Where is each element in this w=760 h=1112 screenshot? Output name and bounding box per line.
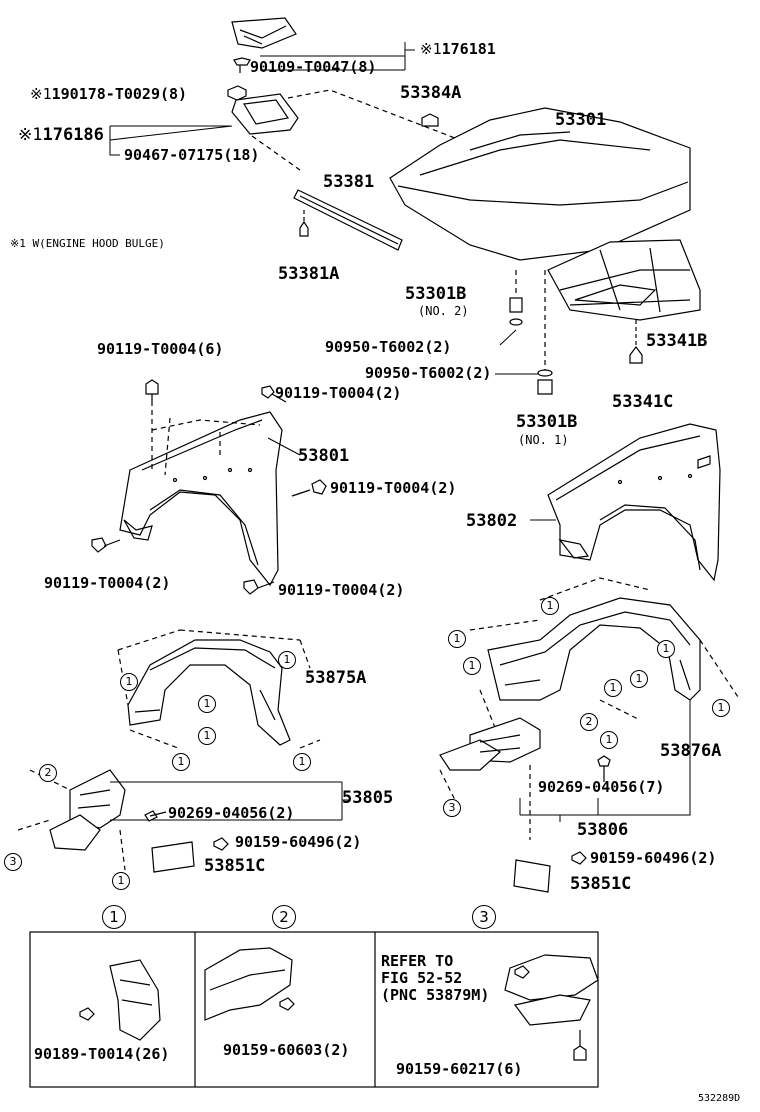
callout-1: 1: [112, 872, 130, 890]
label-53341B: 53341B: [646, 331, 708, 351]
callout-1: 1: [198, 695, 216, 713]
fender-rh-53802: [547, 423, 721, 582]
callout-1: 1: [448, 630, 466, 648]
detail3-drawing: [504, 954, 599, 1061]
panel2-part-label: 90159-60603(2): [223, 1041, 350, 1059]
label-90950-a: 90950-T6002(2): [325, 338, 452, 356]
callout-1: 1: [293, 753, 311, 771]
hood-seal-53381: [293, 189, 403, 251]
label-53802: 53802: [466, 511, 518, 531]
callout-1: 1: [712, 699, 730, 717]
panel-3-number: 3: [472, 905, 496, 929]
label-90159-b: 90159-60496(2): [590, 849, 717, 867]
callout-1: 1: [172, 753, 190, 771]
label-53806: 53806: [577, 820, 629, 840]
callout-1: 1: [278, 651, 296, 669]
nut-190178: [227, 85, 247, 101]
hood-bulge-scoop: [231, 17, 297, 49]
bolt-90119-b: [261, 385, 287, 403]
label-53301B-no1-note: (NO. 1): [518, 433, 569, 447]
callout-1: 1: [630, 670, 648, 688]
callout-1: 1: [463, 657, 481, 675]
label-53301B-no2-note: (NO. 2): [418, 304, 469, 318]
label-53384A: 53384A: [400, 83, 462, 103]
footnote: ※1 W(ENGINE HOOD BULGE): [10, 237, 165, 250]
label-190178: ※1190178-T0029(8): [30, 85, 188, 103]
fender-liner-rh-53876A: [487, 597, 701, 701]
callout-2: 2: [39, 764, 57, 782]
bolt-90119-a: [145, 379, 159, 406]
label-90119-b: 90119-T0004(2): [275, 384, 402, 402]
seal-rh-53806: [439, 717, 541, 771]
label-53301: 53301: [555, 110, 607, 130]
label-90159-a: 90159-60496(2): [235, 833, 362, 851]
label-90269-a: 90269-04056(2): [168, 804, 295, 822]
bolt-90159-b: [571, 851, 587, 865]
label-53876A: 53876A: [660, 741, 722, 761]
clip-90109: [233, 57, 251, 73]
label-53805: 53805: [342, 788, 394, 808]
label-53381A: 53381A: [278, 264, 340, 284]
label-53341C: 53341C: [612, 392, 674, 412]
bolt-90119-d: [91, 537, 121, 553]
panel3-refer-line1: REFER TO: [381, 952, 454, 970]
label-53301B-no1: 53301B: [516, 412, 578, 432]
panel-2-number: 2: [272, 905, 296, 929]
callout-3: 3: [443, 799, 461, 817]
stopper-53384A: [421, 113, 439, 127]
label-53851C-a: 53851C: [204, 856, 266, 876]
plate-53851C-a: [151, 841, 195, 873]
seal-lh-53805: [49, 769, 126, 851]
label-90119-d: 90119-T0004(2): [44, 574, 171, 592]
callout-3: 3: [4, 853, 22, 871]
detail-panels-frame: [29, 931, 599, 1088]
panel3-refer-line3: (PNC 53879M): [381, 986, 490, 1004]
reference-code: 532289D: [698, 1093, 741, 1104]
clip-90269-a: [144, 810, 167, 822]
detail1-drawing: [79, 959, 161, 1041]
bolt-90119-c: [291, 479, 327, 497]
label-90119-a: 90119-T0004(6): [97, 340, 224, 358]
label-90950-b: 90950-T6002(2): [365, 364, 492, 382]
bulge-base-176186: [231, 93, 299, 135]
label-176186: ※1176186: [18, 125, 104, 145]
label-53875A: 53875A: [305, 668, 367, 688]
detail2-drawing: [204, 947, 295, 1021]
label-53851C-b: 53851C: [570, 874, 632, 894]
fender-lh-53801: [119, 411, 283, 587]
callout-1: 1: [541, 597, 559, 615]
clip-53341C: [629, 346, 643, 364]
callout-1: 1: [120, 673, 138, 691]
plate-53851C-b: [513, 859, 551, 893]
label-90467: 90467-07175(18): [124, 146, 260, 164]
cushion-53301B-no1: [537, 369, 553, 395]
panel1-part-label: 90189-T0014(26): [34, 1045, 170, 1063]
callout-1: 1: [600, 731, 618, 749]
clip-90269-b: [597, 755, 611, 782]
panel3-refer-line2: FIG 52-52: [381, 969, 463, 987]
hood-insulator: [547, 239, 701, 321]
label-90119-c: 90119-T0004(2): [330, 479, 457, 497]
clip-53381A: [299, 220, 309, 237]
bolt-90159-a: [213, 837, 229, 851]
panel3-part-label: 90159-60217(6): [396, 1060, 523, 1078]
callout-1: 1: [657, 640, 675, 658]
label-90269-b: 90269-04056(7): [538, 778, 665, 796]
fender-liner-lh-53875A: [127, 639, 291, 746]
label-90109: 90109-T0047(8): [250, 58, 377, 76]
panel-1-number: 1: [102, 905, 126, 929]
hood-panel: [389, 107, 691, 261]
label-53301B-no2: 53301B: [405, 284, 467, 304]
callout-1: 1: [604, 679, 622, 697]
label-53801: 53801: [298, 446, 350, 466]
cushion-53301B-no2: [509, 297, 523, 326]
bolt-90119-e: [243, 579, 275, 595]
label-90119-e: 90119-T0004(2): [278, 581, 405, 599]
label-176181: ※1176181: [420, 40, 496, 58]
label-53381: 53381: [323, 172, 375, 192]
callout-2: 2: [580, 713, 598, 731]
callout-1: 1: [198, 727, 216, 745]
